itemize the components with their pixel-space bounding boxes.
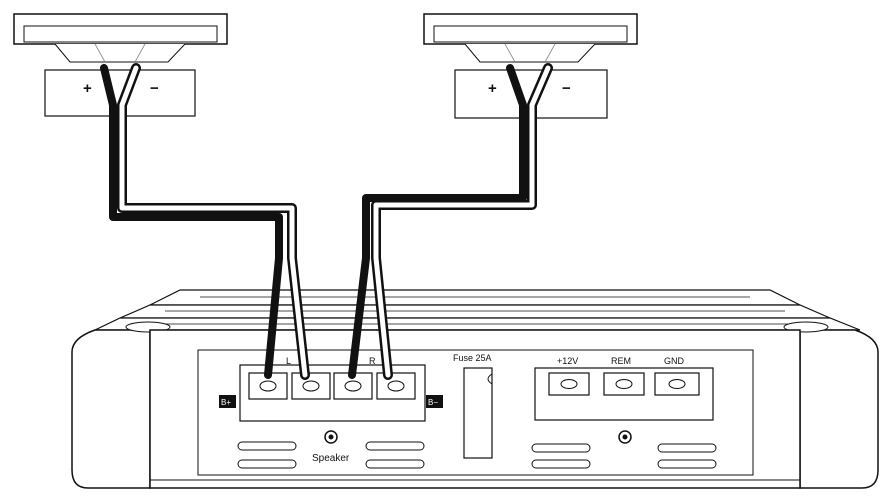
left-speaker-cone-line — [134, 43, 146, 63]
led-indicator-center — [622, 434, 628, 440]
left-speaker-cone-line — [94, 43, 106, 63]
left-speaker-cone — [54, 43, 186, 63]
speaker-terminal-rt-minus — [376, 372, 416, 400]
right-channel-label: R — [369, 356, 376, 366]
left-speaker-frame-inner — [23, 25, 218, 43]
left-speaker-minus-label: − — [150, 80, 159, 97]
vent-slot — [657, 443, 717, 453]
b-plus-label: B+ — [221, 398, 231, 407]
b-plus-tab — [219, 395, 236, 408]
vent-slot — [531, 459, 591, 469]
vent-slot — [531, 443, 591, 453]
vent-slot — [657, 459, 717, 469]
right-speaker-cone — [464, 43, 596, 63]
right-positive-wire — [348, 64, 527, 379]
vent-slot — [365, 459, 425, 469]
vent-slot — [365, 441, 425, 451]
left-speaker-plus-label: + — [83, 80, 92, 97]
right-speaker-plus-label: + — [488, 80, 497, 97]
terminal-screw — [668, 379, 686, 389]
b-minus-tab — [426, 395, 443, 408]
amplifier-left-endcap — [71, 329, 151, 489]
left-positive-wire — [100, 64, 283, 379]
amplifier: L R B+ B− Speaker Fuse 25A +12V REM GND — [71, 289, 879, 489]
right-speaker: + − — [423, 13, 638, 119]
b-minus-label: B− — [428, 398, 438, 407]
right-negative-wire — [373, 65, 551, 378]
terminal-screw — [560, 379, 578, 389]
vent-slot — [237, 459, 297, 469]
amplifier-heatsink-top — [149, 289, 801, 306]
right-speaker-wires — [348, 63, 553, 380]
vent-slot — [237, 441, 297, 451]
gnd-label: GND — [664, 356, 685, 366]
left-negative-wire — [119, 65, 308, 378]
terminal-screw — [344, 380, 362, 392]
fuse-holder — [463, 367, 493, 459]
right-speaker-cone-line — [504, 43, 516, 63]
speaker-label: Speaker — [312, 453, 350, 464]
right-speaker-cone-line — [544, 43, 556, 63]
amplifier-heatsink-fin — [119, 304, 831, 319]
fuse-holder-notch — [487, 373, 493, 385]
fuse-label: Fuse 25A — [453, 353, 492, 363]
terminal-screw — [259, 380, 277, 392]
right-speaker-minus-label: − — [562, 80, 571, 97]
plus12v-label: +12V — [557, 356, 578, 366]
rem-label: REM — [611, 356, 631, 366]
terminal-screw — [615, 379, 633, 389]
led-indicator-center — [328, 434, 334, 440]
terminal-screw — [387, 380, 405, 392]
amplifier-right-endcap — [799, 329, 879, 489]
left-speaker-wires — [100, 63, 310, 380]
right-speaker-frame-inner — [433, 25, 628, 43]
terminal-screw — [302, 380, 320, 392]
left-channel-label: L — [286, 356, 291, 366]
